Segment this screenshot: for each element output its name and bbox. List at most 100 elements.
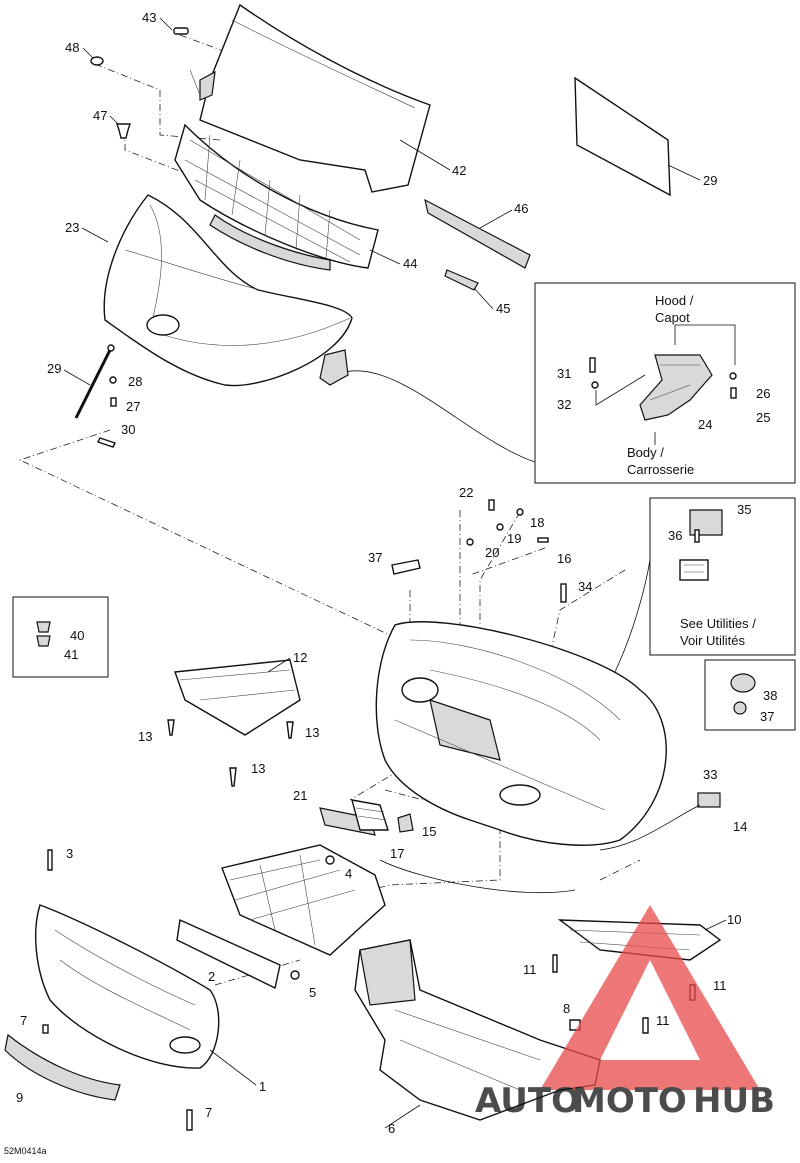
callout-11-left: 11 xyxy=(523,962,537,977)
fastener-inset-box xyxy=(12,596,109,678)
callout-25: 25 xyxy=(756,410,770,425)
callout-42: 42 xyxy=(452,163,466,178)
screw-part-47 xyxy=(116,123,131,139)
callout-45: 45 xyxy=(496,301,510,316)
callout-44: 44 xyxy=(403,256,417,271)
callout-13-bottom: 13 xyxy=(251,761,265,776)
callout-26: 26 xyxy=(756,386,770,401)
utilities-label-en: See Utilities / xyxy=(680,616,756,631)
callout-6: 6 xyxy=(388,1121,395,1136)
belly-pan-part-6 xyxy=(354,939,601,1121)
body-label-en: Body / xyxy=(627,445,664,460)
callout-46: 46 xyxy=(514,201,528,216)
trim-part-45 xyxy=(444,269,479,291)
hood-part-23 xyxy=(103,194,353,387)
light-part-17 xyxy=(351,799,389,831)
callout-15: 15 xyxy=(422,824,436,839)
clip-part-15 xyxy=(397,813,414,833)
callout-29-panel: 29 xyxy=(703,173,717,188)
hood-label-fr: Capot xyxy=(655,310,690,325)
fasteners-part-13 xyxy=(167,719,294,787)
callout-2: 2 xyxy=(208,969,215,984)
windshield-part-42 xyxy=(189,3,431,193)
utilities-inset-labels: See Utilities / Voir Utilités xyxy=(680,616,756,648)
callout-37-inset: 37 xyxy=(760,709,774,724)
screw-part-30 xyxy=(97,437,116,448)
callout-1: 1 xyxy=(259,1079,266,1094)
utilities-inset-box xyxy=(649,497,796,656)
callout-21: 21 xyxy=(293,788,307,803)
front-fascia-part-1 xyxy=(35,904,220,1069)
watermark-hub: HUB xyxy=(693,1081,775,1121)
callout-19: 19 xyxy=(507,531,521,546)
callout-35: 35 xyxy=(737,502,751,517)
callout-14: 14 xyxy=(733,819,747,834)
watermark-moto: MOTO xyxy=(572,1081,687,1121)
fender-bracket-part-12 xyxy=(174,659,301,736)
gas-strut-part-29 xyxy=(74,344,115,419)
hinge-small xyxy=(319,349,349,386)
callout-13-right: 13 xyxy=(305,725,319,740)
washer-part-28 xyxy=(109,376,117,384)
callout-28: 28 xyxy=(128,374,142,389)
callout-17: 17 xyxy=(390,846,404,861)
callout-7-left: 7 xyxy=(20,1013,27,1028)
callout-20: 20 xyxy=(485,545,499,560)
callout-11-center: 11 xyxy=(656,1013,670,1028)
panel-part-29 xyxy=(574,76,671,197)
callout-47: 47 xyxy=(93,108,107,123)
callout-12: 12 xyxy=(293,650,307,665)
callout-10: 10 xyxy=(727,912,741,927)
small-fasteners-upper xyxy=(391,499,700,603)
body-label-fr: Carrosserie xyxy=(627,462,694,477)
callout-27: 27 xyxy=(126,399,140,414)
callout-32: 32 xyxy=(557,397,571,412)
callout-48: 48 xyxy=(65,40,79,55)
callout-3: 3 xyxy=(66,846,73,861)
trim-part-46 xyxy=(424,198,531,269)
nut-part-5 xyxy=(290,970,300,980)
callout-13-left: 13 xyxy=(138,729,152,744)
callout-30: 30 xyxy=(121,422,135,437)
callout-4: 4 xyxy=(345,866,352,881)
hinge-inset-labels: Hood / Capot Body / Carrosserie xyxy=(627,293,694,477)
callout-36: 36 xyxy=(668,528,682,543)
callout-labels: 43 48 47 42 29 46 23 44 45 29 28 27 30 3… xyxy=(16,10,777,1136)
callout-11-right: 11 xyxy=(713,978,727,993)
frame-bracket-part-4 xyxy=(221,844,386,956)
callout-8: 8 xyxy=(563,1001,570,1016)
callout-22: 22 xyxy=(459,485,473,500)
hinge-inset-box xyxy=(534,282,796,484)
callout-23: 23 xyxy=(65,220,79,235)
connector-part-33 xyxy=(599,792,721,851)
callout-41: 41 xyxy=(64,647,78,662)
callout-leaders xyxy=(63,17,727,1129)
callout-37-top: 37 xyxy=(368,550,382,565)
callout-40: 40 xyxy=(70,628,84,643)
callout-34: 34 xyxy=(578,579,592,594)
callout-33: 33 xyxy=(703,767,717,782)
nut-part-4 xyxy=(325,855,335,865)
utilities-label-fr: Voir Utilités xyxy=(680,633,746,648)
callout-31: 31 xyxy=(557,366,571,381)
automotohub-watermark: AUTO MOTO HUB xyxy=(475,905,775,1121)
grille-part-44 xyxy=(174,123,379,271)
body-frame xyxy=(375,621,667,846)
callout-16: 16 xyxy=(557,551,571,566)
callout-43: 43 xyxy=(142,10,156,25)
clip-inset-box xyxy=(704,659,796,731)
screw-part-43 xyxy=(173,27,189,35)
callout-5: 5 xyxy=(309,985,316,1000)
bracket-part-2 xyxy=(176,918,281,990)
hood-label-en: Hood / xyxy=(655,293,694,308)
screw-part-27 xyxy=(110,397,117,407)
callout-29-strut: 29 xyxy=(47,361,61,376)
callout-9: 9 xyxy=(16,1090,23,1105)
watermark-auto: AUTO xyxy=(475,1081,580,1121)
callout-18: 18 xyxy=(530,515,544,530)
skid-plate-part-9 xyxy=(4,1033,121,1101)
callout-38: 38 xyxy=(763,688,777,703)
rivet-part-48 xyxy=(90,56,104,66)
